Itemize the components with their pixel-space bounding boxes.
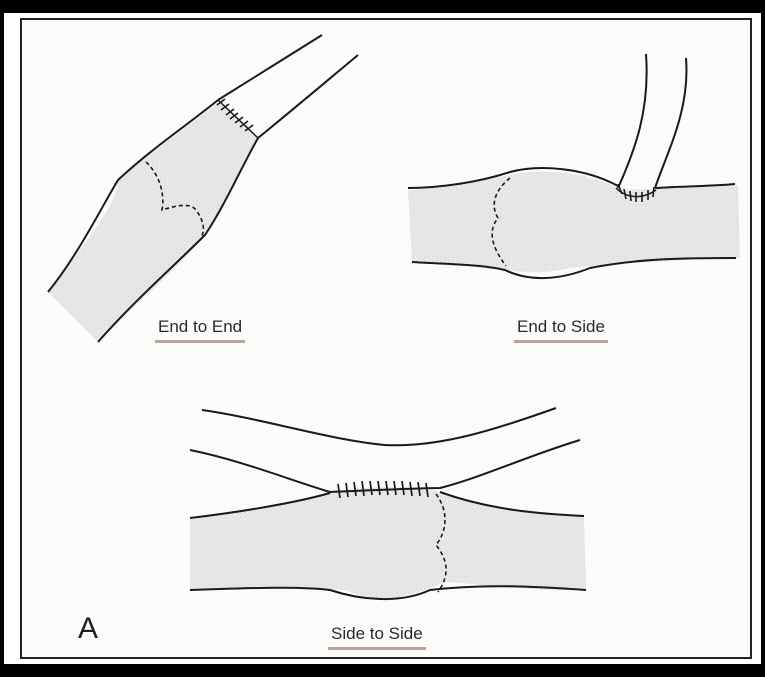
end-to-side-branch-right	[655, 58, 686, 188]
end-to-end-small-vessel-upper	[218, 35, 322, 100]
end-to-side-label-text: End to Side	[517, 317, 605, 336]
panel-letter: A	[78, 612, 98, 646]
end-to-end-label-text: End to End	[158, 317, 242, 336]
side-to-side-underline	[328, 647, 426, 650]
side-to-side-label: Side to Side	[331, 624, 423, 644]
end-to-side-underline	[514, 340, 608, 343]
side-to-side-diagram	[190, 408, 586, 599]
side-to-side-upper-vessel-top	[202, 408, 556, 445]
end-to-side-branch-left	[618, 54, 647, 188]
end-to-end-large-vessel	[48, 102, 258, 342]
end-to-end-underline	[155, 340, 245, 343]
end-to-side-diagram	[408, 54, 740, 278]
end-to-side-label: End to Side	[517, 317, 605, 337]
end-to-end-small-vessel-lower	[258, 55, 358, 138]
side-to-side-upper-vessel-bottom	[190, 440, 580, 492]
end-to-end-diagram	[48, 35, 358, 342]
side-to-side-lower-vessel	[190, 487, 586, 598]
end-to-end-label: End to End	[158, 317, 242, 337]
side-to-side-label-text: Side to Side	[331, 624, 423, 643]
